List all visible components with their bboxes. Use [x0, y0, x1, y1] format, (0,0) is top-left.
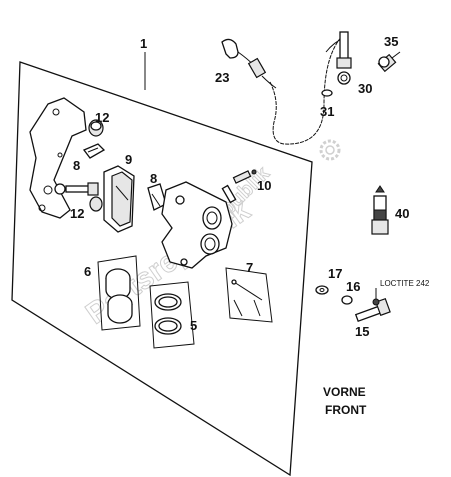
part-31-washer: [321, 89, 333, 97]
label-30: 30: [358, 81, 372, 96]
footer-vorne: VORNE: [323, 385, 366, 399]
gear-watermark-icon: [319, 139, 341, 161]
part-5-seal-kit: [149, 281, 195, 349]
label-8-right: 8: [150, 171, 157, 186]
label-6: 6: [84, 264, 91, 279]
label-35: 35: [384, 34, 398, 49]
part-slide-pin: [54, 182, 99, 196]
label-16: 16: [346, 279, 360, 294]
label-12-top: 12: [95, 110, 109, 125]
label-10: 10: [257, 178, 271, 193]
label-loctite: LOCTITE 242: [380, 279, 430, 288]
part-caliper-bracket: [29, 97, 87, 219]
part-9-brake-pads: [103, 165, 135, 233]
part-12-sleeve-bottom: [89, 196, 103, 212]
part-16-lock-washer: [341, 295, 353, 305]
label-23: 23: [215, 70, 229, 85]
footer-front: FRONT: [325, 403, 367, 417]
part-17-washer: [315, 285, 329, 295]
part-30-banjo-fitting: [336, 31, 352, 85]
label-17: 17: [328, 266, 342, 281]
label-9: 9: [125, 152, 132, 167]
label-5: 5: [190, 318, 197, 333]
label-12-bottom: 12: [70, 206, 84, 221]
brake-hose: [269, 33, 345, 145]
backing-board: [11, 61, 313, 477]
part-caliper-body: [161, 181, 233, 269]
part-12-sleeve-top: [88, 119, 104, 137]
label-8-left: 8: [73, 158, 80, 173]
label-1: 1: [140, 36, 147, 51]
part-35-banjo-bolt: [377, 51, 401, 73]
part-8-pad-spring-left: [82, 143, 106, 159]
label-15: 15: [355, 324, 369, 339]
part-6-pistons: [97, 255, 141, 331]
label-40: 40: [395, 206, 409, 221]
part-15-bolt: [354, 288, 391, 323]
label-7: 7: [246, 260, 253, 275]
part-7-pin-set: [225, 267, 273, 323]
part-40-grease-tube: [371, 185, 389, 235]
part-10-bleeder-screw: [221, 169, 257, 204]
label-31: 31: [320, 104, 334, 119]
part-23-hose-fitting: [221, 38, 277, 89]
